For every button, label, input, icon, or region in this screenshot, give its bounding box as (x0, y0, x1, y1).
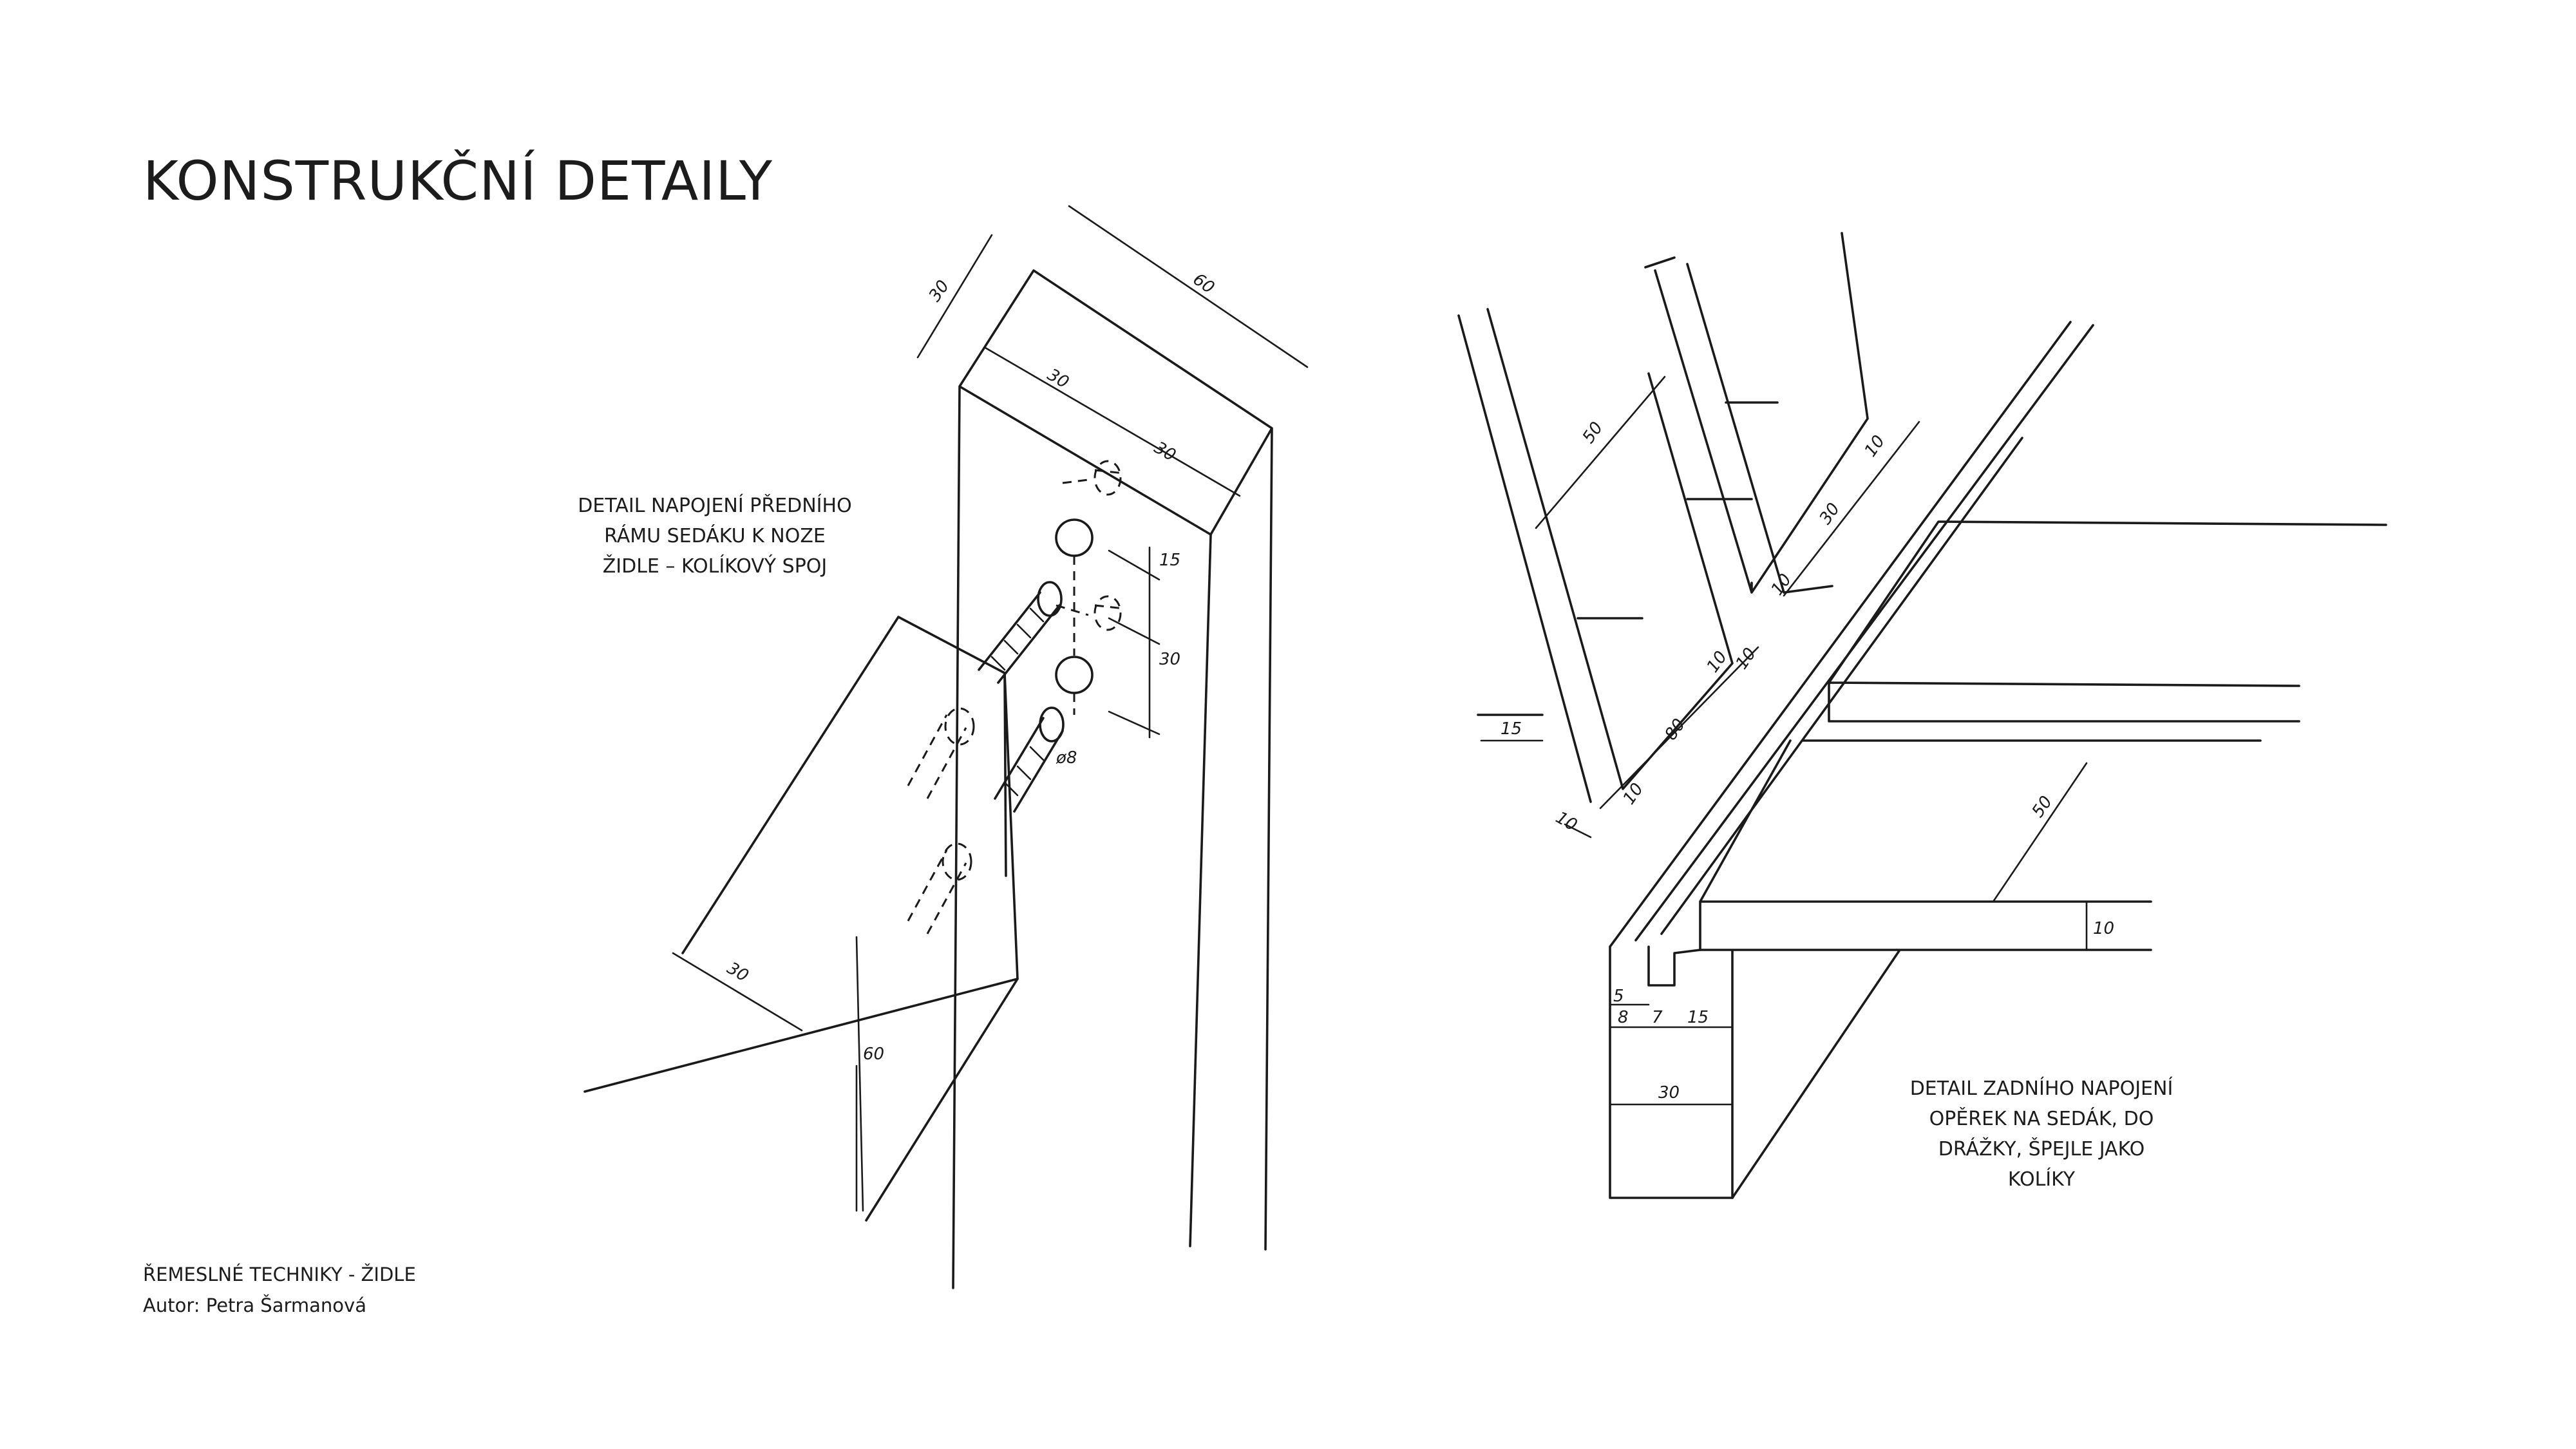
caption-line: DRÁŽKY, ŠPEJLE JAKO (1938, 1138, 2145, 1160)
footer-author: Autor: Petra Šarmanová (143, 1294, 366, 1316)
dim-label: 10 (1861, 432, 1889, 460)
dowel-holes (1055, 460, 1124, 715)
backrest-slats (1457, 232, 1869, 803)
seat-boards (1699, 520, 2387, 1199)
dim-label: 30 (1159, 650, 1180, 669)
dim-label: 30 (1151, 438, 1179, 466)
dim-label: 30 (1658, 1083, 1680, 1103)
caption-line: KOLÍKY (2007, 1168, 2076, 1191)
dim-label: 10 (1703, 648, 1732, 676)
dowels (907, 581, 1065, 934)
caption-line: ŽIDLE – KOLÍKOVÝ SPOJ (602, 555, 828, 578)
footer-credits: ŘEMESLNÉ TECHNIKY - ŽIDLE Autor: Petra Š… (143, 1259, 416, 1321)
back-dimension-lines (1480, 375, 2088, 1106)
dim-label: 60 (1189, 270, 1218, 298)
dim-label: 15 (1501, 719, 1522, 739)
back-detail-drawing: 50 10 30 10 10 15 10 10 80 10 50 10 5 8 … (1457, 232, 2387, 1199)
dim-label: 30 (1044, 365, 1072, 393)
seat-rail-outline (583, 616, 1019, 1222)
dim-label: 30 (925, 277, 954, 305)
dim-label: 15 (1159, 551, 1180, 570)
front-dimension-lines (672, 205, 1309, 1212)
leg-outline (952, 269, 1273, 1289)
back-detail-caption: DETAIL ZADNÍHO NAPOJENÍ OPĚREK NA SEDÁK,… (1906, 1074, 2177, 1195)
dim-label: 30 (724, 958, 752, 986)
caption-line: DETAIL ZADNÍHO NAPOJENÍ (1909, 1077, 2174, 1100)
dim-label: 15 (1687, 1008, 1709, 1027)
dim-label: 10 (2093, 919, 2114, 938)
dim-label: ø8 (1056, 748, 1077, 768)
caption-line: OPĚREK NA SEDÁK, DO (1929, 1108, 2154, 1130)
pins (1477, 401, 1779, 716)
dim-label: 10 (1552, 808, 1580, 835)
dim-label: 5 (1613, 987, 1624, 1006)
dim-label: 10 (1768, 571, 1796, 599)
caption-line: DETAIL NAPOJENÍ PŘEDNÍHO (578, 495, 852, 517)
front-detail-caption: DETAIL NAPOJENÍ PŘEDNÍHO RÁMU SEDÁKU K N… (554, 491, 876, 582)
front-detail-drawing: 30 60 30 30 15 30 ø8 30 60 (583, 205, 1309, 1289)
dim-label: 60 (863, 1045, 884, 1064)
dim-label: 8 (1618, 1008, 1629, 1027)
caption-line: RÁMU SEDÁKU K NOZE (604, 525, 826, 547)
page-title: KONSTRUKČNÍ DETAILY (143, 149, 773, 213)
dim-label: 7 (1652, 1008, 1663, 1027)
footer-course: ŘEMESLNÉ TECHNIKY - ŽIDLE (143, 1264, 416, 1285)
seat-rail (1609, 321, 2094, 1199)
dim-label: 50 (1579, 419, 1607, 447)
dim-label: 50 (2029, 793, 2057, 821)
